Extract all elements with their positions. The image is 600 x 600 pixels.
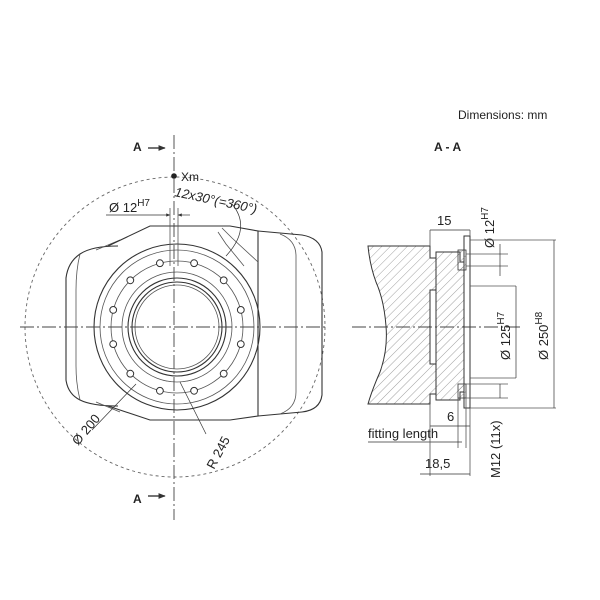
dim-bore-label: Ø 125H7 [496,311,513,360]
bolt-holes [109,259,245,395]
fitting-length-label: fitting length [368,426,438,441]
bolt-hole [126,369,135,378]
hatched-flange [435,251,465,401]
bolt-hole [219,276,228,285]
pin-hole-label: Ø 12H7 [109,198,150,215]
bolt-hole [190,259,199,268]
bolt-hole [236,340,245,349]
thread-label: M12 (11x) [488,420,503,478]
bolt-hole [109,340,118,349]
units-note: Dimensions: mm [458,108,547,122]
section-view: A - A 15 Ø 12H7 Ø 125H7 Ø 250H8 6 [352,140,556,478]
bolt-hole [219,369,228,378]
bolt-circle-label: Ø 200 [69,411,103,448]
xm-point [171,173,177,179]
bolt-hole [109,306,118,314]
bolt-hole [156,386,164,395]
radius-label: R 245 [203,434,233,472]
section-marker-top: A [133,140,142,154]
dim-15-label: 15 [437,213,451,228]
dim-18-5-label: 18,5 [425,456,450,471]
dim-pin-label: Ø 12H7 [480,207,497,248]
section-marker-bottom: A [133,492,142,506]
bolt-hole [126,276,135,285]
left-housing [65,245,119,407]
bolt-pattern-label: 12x30°(=360°) [173,184,258,216]
bolt-hole [190,386,199,395]
hatched-body [367,245,437,405]
main-body [107,225,259,421]
front-view: Xm A A Ø 12H7 12x30°(=360°) Ø 200 R 245 [20,135,328,520]
section-title: A - A [434,140,461,154]
bolt-hole [236,306,245,314]
rear-housing [257,230,323,417]
dim-outer-label: Ø 250H8 [534,311,551,360]
bolt-hole [156,259,164,268]
xm-label: Xm [181,170,199,184]
dim-6-label: 6 [447,409,454,424]
